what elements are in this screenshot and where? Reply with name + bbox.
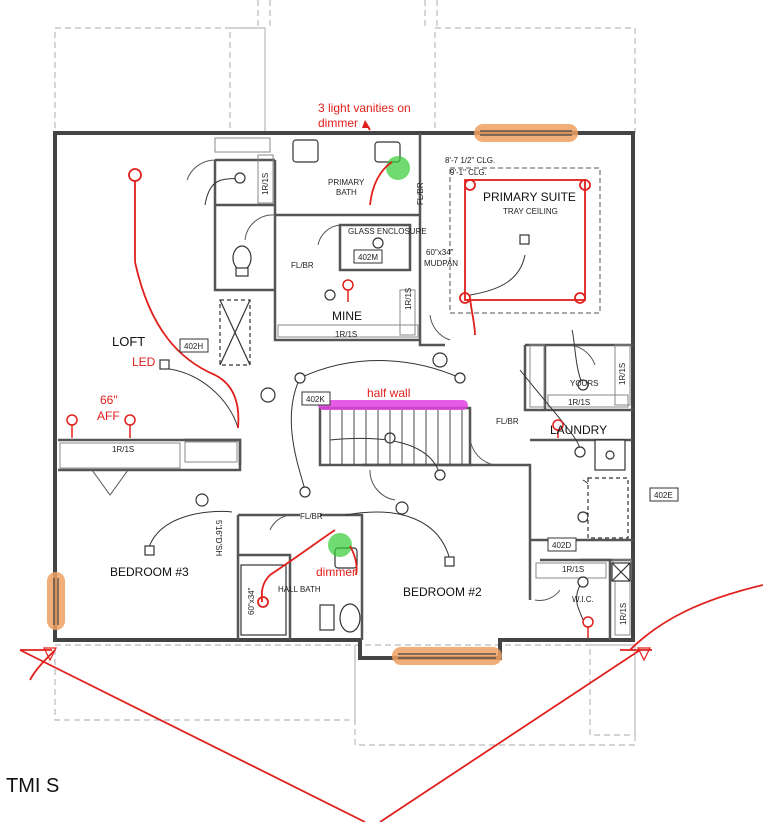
note-rs-wic: 1R/1S	[562, 565, 584, 574]
note-clg2: 9'-1" CLG.	[450, 168, 487, 177]
annotation-vanities-2: dimmer	[318, 116, 358, 130]
room-mudpan-1: 60"x34"	[426, 248, 454, 257]
note-fl-br-hall: FL/BR	[300, 512, 323, 521]
room-hall-bath: HALL BATH	[278, 585, 321, 594]
room-yours: YOURS	[570, 379, 598, 388]
tag-402e: 402E	[654, 491, 673, 500]
tray-ceiling	[449, 167, 601, 314]
interior-walls	[58, 133, 633, 640]
tag-402h: 402H	[184, 342, 203, 351]
north-marker-right	[637, 647, 651, 662]
annotation-led: LED	[132, 355, 156, 369]
highlight-top-window	[474, 124, 578, 142]
annotation-dimmer: dimmer	[316, 565, 356, 579]
tag-402k: 402K	[306, 395, 325, 404]
room-primary-bath-1: PRIMARY	[328, 178, 365, 187]
note-fl-br-stair: FL/BR	[496, 417, 519, 426]
footer-title: TMI S	[6, 775, 59, 797]
annotation-aff-2: AFF	[97, 409, 120, 423]
vanity-arrow	[362, 120, 370, 128]
annotation-aff-1: 66"	[100, 393, 118, 407]
room-loft: LOFT	[112, 334, 145, 349]
note-trs-2: 1R/1S	[619, 603, 628, 625]
room-bedroom2: BEDROOM #2	[403, 585, 482, 599]
note-rs-top: 1R/1S	[261, 173, 270, 195]
note-clg1: 8'-7 1/2" CLG.	[445, 156, 495, 165]
note-fl-br-top: FL/BR	[416, 182, 425, 205]
room-mudpan-2: MUDPAN	[424, 259, 458, 268]
note-fl-br-bath: FL/BR	[291, 261, 314, 270]
fixtures	[144, 172, 589, 588]
note-dsh: 5'16"D'SH	[214, 520, 223, 556]
note-rs-mine: 1R/1S	[335, 330, 357, 339]
room-tray-ceiling: TRAY CEILING	[503, 207, 558, 216]
room-laundry: LAUNDRY	[550, 423, 607, 437]
closet-rods	[59, 137, 632, 636]
room-primary-bath-2: BATH	[336, 188, 357, 197]
note-rs-loft: 1R/1S	[112, 445, 134, 454]
tag-boxes	[179, 249, 679, 552]
highlight-left-window	[47, 572, 65, 630]
annotation-half-wall: half wall	[367, 386, 410, 400]
red-fixture-marks	[66, 279, 594, 638]
highlight-half-wall	[318, 400, 468, 410]
note-trs-1: 1R/1S	[618, 363, 627, 385]
highlight-vanity-light	[386, 156, 410, 180]
note-60x34: 60"x34"	[247, 587, 256, 615]
highlight-bottom-window	[392, 647, 502, 665]
window-highlights	[47, 124, 578, 665]
highlight-hall-bath-light	[328, 533, 352, 557]
bath-fixtures	[219, 139, 631, 636]
stair-treads	[329, 410, 463, 465]
room-glass-enclosure: GLASS ENCLOSURE	[348, 227, 427, 236]
note-rs-hall: 1R/1S	[404, 288, 413, 310]
tag-402d: 402D	[552, 541, 571, 550]
room-wic: W.I.C.	[572, 595, 594, 604]
door-swings	[91, 159, 596, 601]
room-bedroom3: BEDROOM #3	[110, 565, 189, 579]
north-marker-left	[43, 647, 57, 662]
note-rs-yours: 1R/1S	[568, 398, 590, 407]
tag-402m: 402M	[358, 253, 378, 262]
room-primary-suite: PRIMARY SUITE	[483, 190, 576, 204]
window-lines	[53, 130, 572, 659]
room-mine: MINE	[332, 309, 362, 323]
annotation-vanities-1: 3 light vanities on	[318, 101, 411, 115]
red-markup	[19, 121, 763, 822]
